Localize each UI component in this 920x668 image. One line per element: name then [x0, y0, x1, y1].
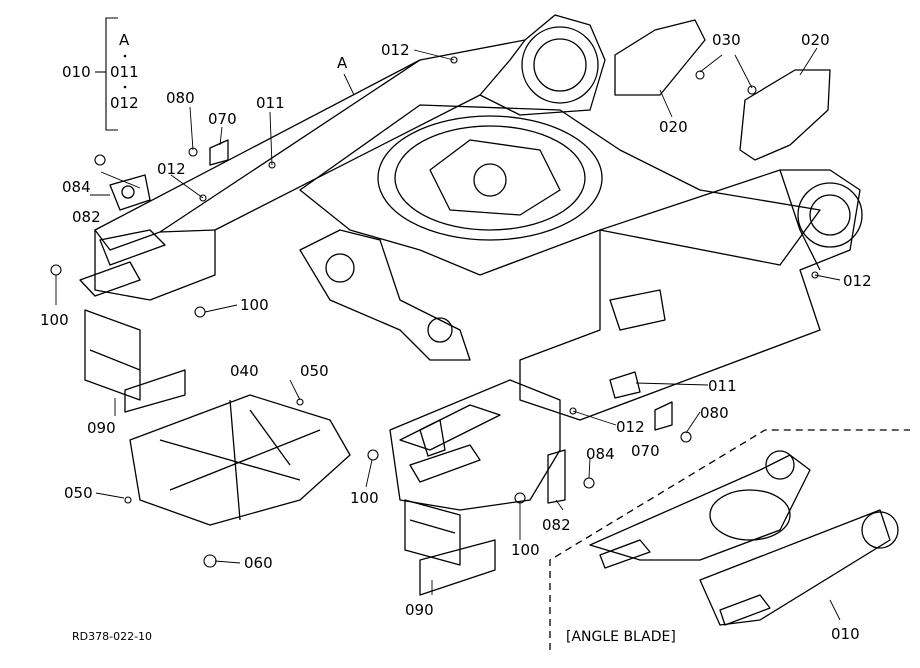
- guard-plate-left: [84, 309, 186, 413]
- callout-080-right: 080: [700, 404, 729, 422]
- callout-082-left: 082: [72, 208, 101, 226]
- callout-084-right: 084: [586, 445, 615, 463]
- group-bracket: [105, 17, 118, 131]
- callout-010-main: 010: [831, 625, 860, 643]
- callout-100-c: 100: [350, 489, 379, 507]
- bracket-082-right: [547, 449, 566, 504]
- plate-070-right: [654, 401, 673, 431]
- guard-plate-right: [404, 499, 496, 596]
- callout-084-left: 084: [62, 178, 91, 196]
- callout-010-group-012: 012: [110, 94, 139, 112]
- callout-050-left: 050: [64, 484, 93, 502]
- callout-010-group-key: 010: [62, 63, 91, 81]
- bolts: [50, 56, 819, 568]
- right-track-frame-beam: [519, 169, 863, 421]
- leader-lines: [55, 47, 841, 621]
- callout-070-left: 070: [208, 110, 237, 128]
- callout-012-mid: 012: [616, 418, 645, 436]
- callout-090-left: 090: [87, 419, 116, 437]
- callout-090-right: 090: [405, 601, 434, 619]
- callout-040: 040: [230, 362, 259, 380]
- callout-030: 030: [712, 31, 741, 49]
- left-track-frame-beam: [79, 14, 606, 301]
- callout-080-left: 080: [166, 89, 195, 107]
- callout-010-group-a: A: [119, 31, 130, 49]
- callout-050-top: 050: [300, 362, 329, 380]
- side-cover-020-left: [614, 19, 706, 96]
- plate-070-left: [209, 139, 229, 166]
- under-cover-plate: [129, 394, 351, 526]
- callout-100-a: 100: [40, 311, 69, 329]
- angle-blade-inset: [549, 429, 910, 650]
- group-dot-b: [123, 85, 127, 89]
- callout-082-right: 082: [542, 516, 571, 534]
- group-dot-a: [123, 54, 127, 58]
- callout-010-group-011: 011: [110, 63, 139, 81]
- drawing-code: RD378-022-10: [72, 630, 152, 643]
- callout-ref-a: A: [337, 54, 348, 72]
- callout-070-right: 070: [631, 442, 660, 460]
- plate-082-left: [109, 174, 151, 211]
- callout-012-top: 012: [381, 41, 410, 59]
- callout-012-left: 012: [157, 160, 186, 178]
- variant-label: [ANGLE BLADE]: [566, 629, 676, 645]
- bracket-011-mid: [609, 371, 641, 399]
- callout-100-d: 100: [511, 541, 540, 559]
- callout-012-right: 012: [843, 272, 872, 290]
- lower-track-frame-beam: [389, 379, 561, 511]
- callout-020-right: 020: [801, 31, 830, 49]
- callout-060: 060: [244, 554, 273, 572]
- callout-020-left: 020: [659, 118, 688, 136]
- callout-011-mid: 011: [708, 377, 737, 395]
- callout-011-top: 011: [256, 94, 285, 112]
- plate-082-left-hole: [121, 185, 135, 199]
- callout-100-b: 100: [240, 296, 269, 314]
- side-cover-020-right: [739, 69, 831, 161]
- center-swing-frame: [299, 104, 821, 361]
